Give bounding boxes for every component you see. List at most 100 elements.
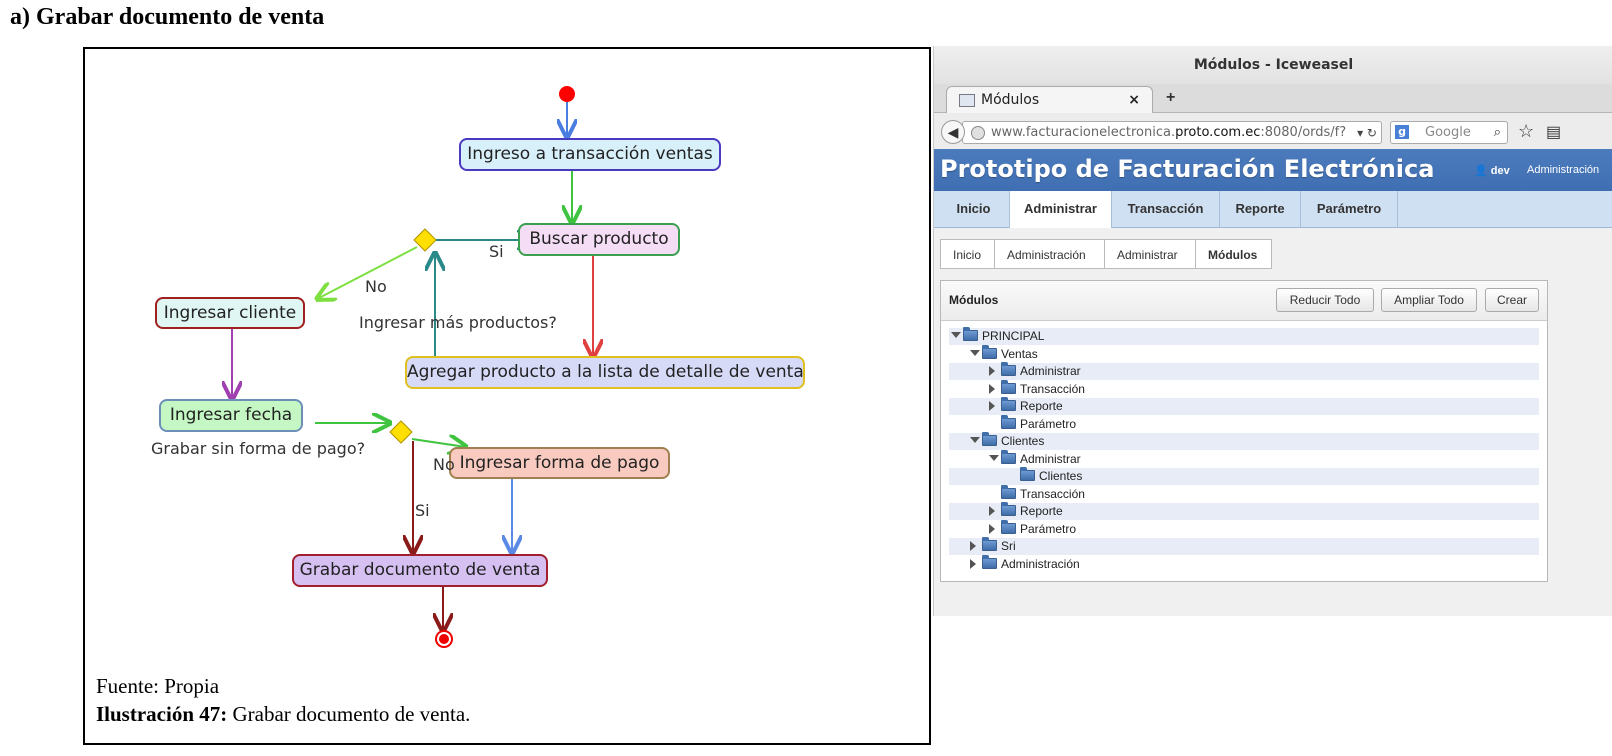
start-node [559, 86, 575, 102]
search-placeholder: Google [1425, 125, 1471, 140]
expand-toggle-icon[interactable] [989, 383, 995, 394]
search-input[interactable]: g Google ⌕ [1390, 121, 1508, 144]
tree-node-label[interactable]: Administrar [1020, 364, 1081, 378]
tree-row[interactable]: Administración [949, 554, 1539, 573]
globe-icon [971, 126, 985, 140]
user-menu[interactable]: 👤 dev [1474, 164, 1510, 177]
tree-node-label[interactable]: Ventas [1001, 346, 1038, 361]
folder-icon [982, 432, 997, 446]
reducir-todo-button[interactable]: Reducir Todo [1276, 288, 1374, 312]
tree-row[interactable]: Reporte [949, 397, 1539, 415]
close-tab-icon[interactable]: × [1128, 92, 1140, 108]
label-si-2: Si [415, 501, 430, 520]
google-icon[interactable]: g [1395, 125, 1409, 139]
navigation-bar: www.facturacionelectronica.proto.com.ec:… [934, 113, 1612, 151]
url-bar[interactable]: www.facturacionelectronica.proto.com.ec:… [962, 121, 1382, 144]
tree-row[interactable]: Sri [949, 537, 1539, 555]
tab-strip: Módulos × + [934, 84, 1612, 113]
document-heading: a) Grabar documento de venta [10, 4, 325, 30]
expand-toggle-icon[interactable] [989, 366, 995, 376]
bookmarks-menu-icon[interactable]: ▤ [1546, 124, 1562, 141]
figure-caption: Ilustración 47: Grabar documento de vent… [96, 702, 470, 727]
folder-icon [982, 537, 997, 551]
tree-node-label[interactable]: Administrar [1020, 451, 1081, 466]
app-nav-tabs: Inicio Administrar Transacción Reporte P… [934, 191, 1612, 228]
tree-row[interactable]: Clientes [949, 467, 1539, 485]
collapse-toggle-icon[interactable] [989, 454, 999, 461]
tree-row[interactable]: Reporte [949, 502, 1539, 520]
figure-source: Fuente: Propia [96, 674, 220, 698]
tree-node-label[interactable]: Clientes [1001, 434, 1045, 448]
collapse-toggle-icon[interactable] [970, 437, 980, 443]
tree-node-label[interactable]: Reporte [1020, 399, 1063, 413]
tree-row[interactable]: Transacción [949, 484, 1539, 503]
app-header: Prototipo de Facturación Electrónica 👤 d… [934, 149, 1612, 191]
panel-header: Módulos Reducir Todo Ampliar Todo Crear [941, 281, 1547, 321]
modulos-panel: Módulos Reducir Todo Ampliar Todo Crear … [940, 280, 1548, 582]
crear-button[interactable]: Crear [1485, 288, 1539, 312]
tab-transaccion[interactable]: Transacción [1112, 191, 1220, 227]
user-name: dev [1490, 165, 1510, 177]
tree-node-label[interactable]: PRINCIPAL [982, 329, 1045, 343]
tree-row[interactable]: Parámetro [949, 414, 1539, 433]
tree-row[interactable]: Clientes [949, 432, 1539, 450]
breadcrumb-administracion[interactable]: Administración [994, 239, 1105, 269]
tree-row[interactable]: Administrar [949, 362, 1539, 380]
expand-toggle-icon[interactable] [989, 401, 995, 411]
activity-diagram-figure: Ingreso a transacción ventas Buscar prod… [83, 47, 931, 745]
label-si-1: Si [489, 242, 504, 261]
tree-node-label[interactable]: Reporte [1020, 504, 1063, 518]
reload-icon[interactable]: ▾ ↻ [1357, 126, 1377, 140]
folder-icon [1001, 519, 1016, 534]
folder-icon [1001, 502, 1016, 516]
expand-toggle-icon[interactable] [989, 523, 995, 534]
administracion-link[interactable]: Administración [1527, 164, 1600, 176]
tree-row[interactable]: Transacción [949, 379, 1539, 398]
bookmark-star-icon[interactable]: ☆ [1518, 121, 1535, 141]
tree-node-label[interactable]: Clientes [1039, 469, 1083, 483]
collapse-toggle-icon[interactable] [951, 332, 961, 338]
tree-node-label[interactable]: Transacción [1020, 486, 1085, 501]
back-button[interactable]: ◀ [941, 120, 965, 144]
tab-inicio[interactable]: Inicio [938, 191, 1010, 227]
new-tab-icon[interactable]: + [1166, 89, 1176, 106]
tab-administrar[interactable]: Administrar [1009, 191, 1112, 228]
browser-window: Módulos - Iceweasel Módulos × + www.fact… [933, 46, 1612, 616]
tree-row[interactable]: PRINCIPAL [949, 327, 1539, 345]
browser-tab-modulos[interactable]: Módulos × [946, 86, 1153, 113]
tree-node-label[interactable]: Transacción [1020, 381, 1085, 396]
tree-row[interactable]: Administrar [949, 449, 1539, 468]
label-sin-forma-pago: Grabar sin forma de pago? [151, 439, 366, 458]
label-no-1: No [365, 277, 387, 296]
tree-row[interactable]: Ventas [949, 344, 1539, 363]
tab-parametro[interactable]: Parámetro [1301, 191, 1398, 227]
expand-toggle-icon[interactable] [970, 558, 976, 569]
app-title: Prototipo de Facturación Electrónica [940, 155, 1435, 183]
caption-label: Ilustración 47: [96, 702, 228, 726]
tab-reporte[interactable]: Reporte [1220, 191, 1301, 227]
breadcrumb-administrar[interactable]: Administrar [1104, 239, 1196, 269]
folder-icon [1001, 414, 1016, 429]
search-icon[interactable]: ⌕ [1493, 125, 1501, 140]
expand-toggle-icon[interactable] [970, 541, 976, 551]
node-buscar-producto: Buscar producto [518, 223, 680, 256]
window-title: Módulos - Iceweasel [934, 46, 1612, 84]
tree-node-label[interactable]: Administración [1001, 556, 1080, 571]
tree-row[interactable]: Parámetro [949, 519, 1539, 538]
breadcrumb-inicio[interactable]: Inicio [940, 239, 995, 269]
folder-icon [963, 327, 978, 341]
ampliar-todo-button[interactable]: Ampliar Todo [1381, 288, 1477, 312]
diagram-connectors [85, 86, 931, 648]
folder-icon [1001, 449, 1016, 464]
tree-node-label[interactable]: Sri [1001, 539, 1016, 553]
tree-node-label[interactable]: Parámetro [1020, 521, 1077, 536]
tree-node-label[interactable]: Parámetro [1020, 416, 1077, 431]
label-no-2: No [433, 455, 455, 474]
folder-icon [1001, 362, 1016, 376]
folder-icon [982, 344, 997, 359]
expand-toggle-icon[interactable] [989, 506, 995, 516]
node-ingresar-forma-pago: Ingresar forma de pago [449, 447, 670, 479]
page-icon [959, 94, 975, 107]
collapse-toggle-icon[interactable] [970, 349, 980, 356]
label-mas-productos: Ingresar más productos? [359, 313, 557, 332]
